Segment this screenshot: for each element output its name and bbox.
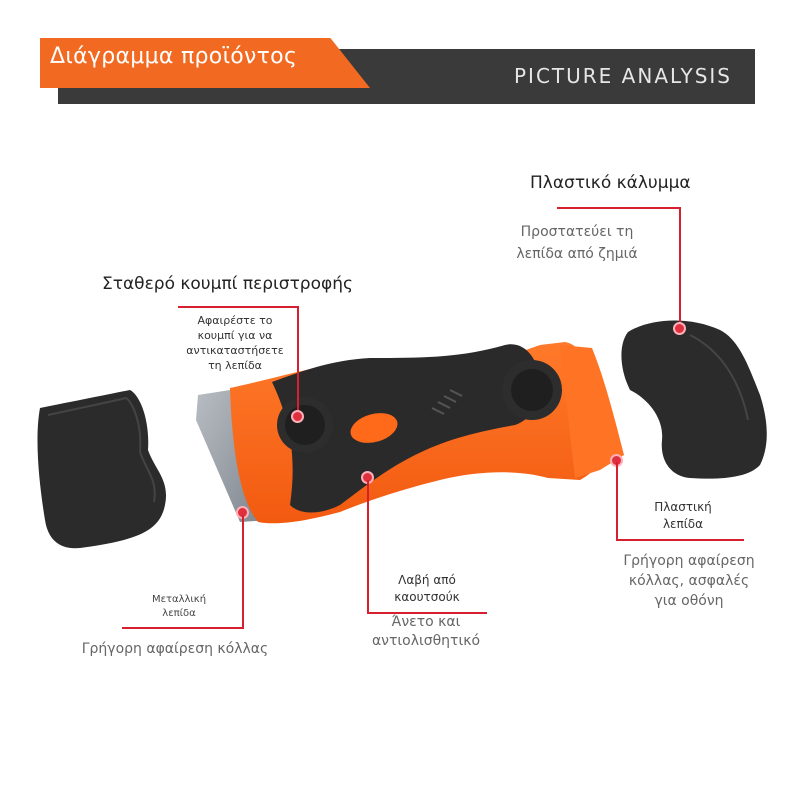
page-subtitle: PICTURE ANALYSIS — [514, 64, 732, 88]
plastic-blade-desc-line1: Γρήγορη αφαίρεση — [623, 553, 755, 569]
plastic-blade-line-v — [616, 462, 618, 540]
fixed-knob-marker — [291, 410, 304, 423]
metal-blade-desc: Γρήγορη αφαίρεση κόλλας — [81, 641, 269, 657]
plastic-blade-desc-line2: κόλλας, ασφαλές — [628, 573, 750, 589]
fixed-knob-title: Σταθερό κουμπί περιστροφής — [102, 274, 353, 294]
knob-left — [277, 397, 333, 453]
plastic-blade-title-line1: Πλαστική — [654, 500, 712, 514]
plastic-blade-line-h — [616, 539, 744, 541]
plastic-blade-shape — [560, 345, 624, 478]
rubber-handle-desc-line1: Άνετο και — [391, 614, 461, 630]
metal-blade-line-h — [122, 627, 244, 629]
rubber-handle-title-line2: καουτσούκ — [394, 590, 460, 604]
rubber-handle-title-line1: Λαβή από — [398, 573, 456, 587]
fixed-knob-line-h — [178, 306, 298, 308]
fixed-knob-desc-line3: αντικαταστήσετε — [186, 344, 284, 357]
metal-blade-title-line2: λεπίδα — [162, 608, 196, 619]
plastic-blade-desc-line3: για οθόνη — [654, 593, 724, 609]
metal-blade-line-v — [242, 515, 244, 628]
fixed-knob-desc-line1: Αφαιρέστε το — [197, 314, 273, 327]
plastic-cover-desc-line1: Προστατεύει τη — [520, 224, 634, 240]
fixed-knob-desc-line2: κουμπί για να — [197, 329, 273, 342]
fixed-knob-line-v — [297, 306, 299, 414]
left-plastic-cover — [37, 390, 167, 549]
plastic-cover-marker — [673, 322, 686, 335]
header-accent — [40, 38, 370, 88]
plastic-cover-line-v — [679, 207, 681, 327]
metal-blade-title-line1: Μεταλλική — [151, 594, 207, 605]
rubber-handle-line-h — [367, 612, 487, 614]
plastic-cover-desc-line2: λεπίδα από ζημιά — [516, 246, 638, 262]
plastic-cover-title: Πλαστικό κάλυμμα — [530, 173, 691, 193]
plastic-cover-line-h — [557, 207, 680, 209]
rubber-handle-line-v — [367, 480, 369, 613]
knob-right — [502, 360, 562, 420]
fixed-knob-desc-line4: τη λεπίδα — [208, 359, 262, 372]
rubber-handle-desc-line2: αντιολισθητικό — [371, 633, 481, 649]
right-plastic-cover — [621, 320, 767, 479]
page-title: Διάγραμμα προϊόντος — [50, 44, 298, 69]
plastic-blade-title-line2: λεπίδα — [662, 517, 704, 531]
rubber-handle-shape — [272, 344, 540, 513]
